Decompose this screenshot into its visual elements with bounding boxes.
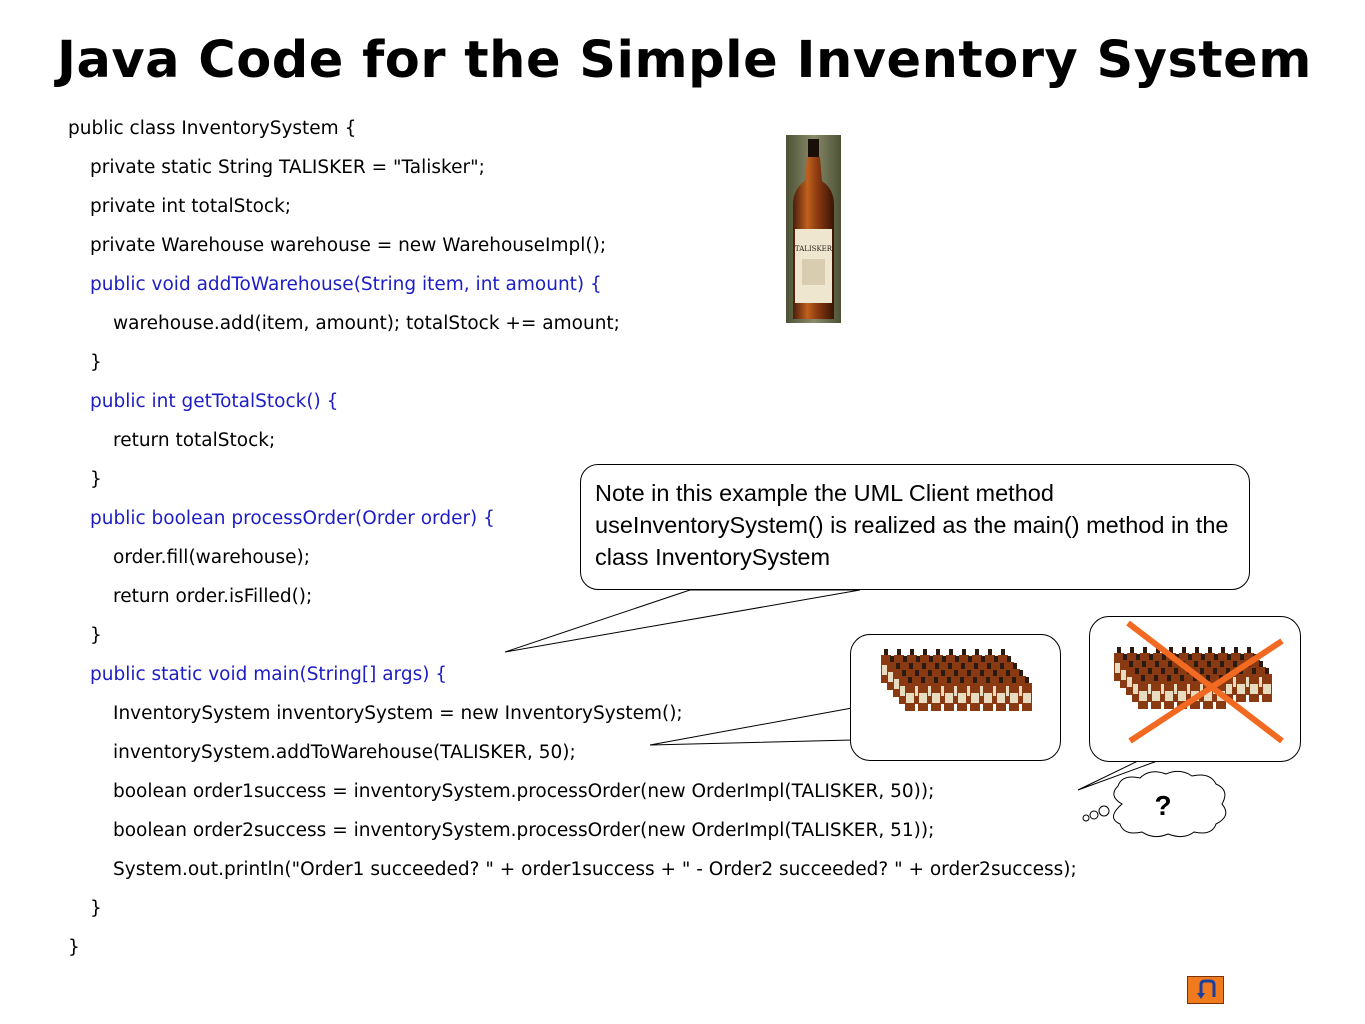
svg-text:TALISKER: TALISKER: [795, 245, 833, 253]
mini-bottle: [1009, 677, 1019, 711]
mini-bottle: [983, 677, 993, 711]
code-line: }: [68, 937, 80, 958]
code-line: }: [90, 898, 102, 919]
mini-bottle: [951, 670, 961, 704]
code-line: public void addToWarehouse(String item, …: [90, 274, 602, 295]
mini-bottle: [893, 663, 903, 697]
mini-bottle: [957, 677, 967, 711]
code-line: order.fill(warehouse);: [113, 547, 310, 568]
mini-bottle: [881, 649, 891, 683]
cross-mark: [1128, 638, 1284, 744]
code-line: public static void main(String[] args) {: [90, 664, 448, 685]
mini-bottle: [1132, 668, 1142, 702]
mini-bottle: [1197, 668, 1207, 702]
mini-bottle: [1203, 675, 1213, 709]
mini-bottle: [1003, 670, 1013, 704]
code-line: }: [90, 625, 102, 646]
mini-bottle: [1256, 661, 1266, 695]
question-mark: ?: [1154, 790, 1172, 821]
return-arrow-icon: [1197, 979, 1216, 999]
mini-bottle: [887, 656, 897, 690]
mini-bottle: [1177, 675, 1187, 709]
return-button[interactable]: [1187, 976, 1224, 1004]
mini-bottle: [925, 670, 935, 704]
mini-bottle: [912, 670, 922, 704]
mini-bottle: [990, 670, 1000, 704]
mini-bottle: [1262, 668, 1272, 702]
code-line: public boolean processOrder(Order order)…: [90, 508, 495, 529]
mini-bottle: [1249, 668, 1259, 702]
code-line: return order.isFilled();: [113, 586, 313, 607]
bottle-grid-51: [1114, 620, 1284, 744]
bottle-grid-50: [881, 649, 1032, 711]
code-line: }: [90, 469, 102, 490]
mini-bottle: [1016, 670, 1026, 704]
mini-bottle: [1223, 668, 1233, 702]
code-line: System.out.println("Order1 succeeded? " …: [113, 859, 1077, 880]
thought-dot: [1082, 814, 1090, 822]
thought-cloud: [1113, 770, 1227, 838]
success-stock-bubble: [850, 634, 1061, 761]
mini-bottle: [1114, 647, 1124, 681]
mini-bottle: [905, 677, 915, 711]
failed-stock-bubble: [1089, 616, 1301, 762]
note-text: Note in this example the UML Client meth…: [595, 480, 1229, 570]
code-line: public int getTotalStock() {: [90, 391, 339, 412]
code-line: InventorySystem inventorySystem = new In…: [113, 703, 683, 724]
mini-bottle: [1158, 668, 1168, 702]
code-line: boolean order2success = inventorySystem.…: [113, 820, 935, 841]
talisker-bottle-image: TALISKER: [786, 135, 841, 323]
code-line: private int totalStock;: [90, 196, 292, 217]
mini-bottle: [1171, 668, 1181, 702]
code-line: return totalStock;: [113, 430, 276, 451]
mini-bottle: [1022, 677, 1032, 711]
slide-title: Java Code for the Simple Inventory Syste…: [57, 31, 1312, 90]
mini-bottle: [1164, 675, 1174, 709]
code-line: private Warehouse warehouse = new Wareho…: [90, 235, 607, 256]
mini-bottle: [996, 677, 1006, 711]
success-bubble-tail: [649, 707, 853, 746]
mini-bottle: [1138, 675, 1148, 709]
mini-bottle: [977, 670, 987, 704]
mini-bottle: [1126, 661, 1136, 695]
code-line: warehouse.add(item, amount); totalStock …: [113, 313, 620, 334]
thought-dot: [1098, 805, 1110, 817]
mini-bottle: [970, 677, 980, 711]
mini-bottle: [1120, 654, 1130, 688]
mini-bottle: [1151, 675, 1161, 709]
mini-bottle: [899, 670, 909, 704]
code-line: public class InventorySystem {: [68, 118, 357, 139]
note-callout-tail: [504, 589, 861, 653]
mini-bottle: [918, 677, 928, 711]
code-line: inventorySystem.addToWarehouse(TALISKER,…: [113, 742, 576, 763]
code-line: }: [90, 352, 102, 373]
mini-bottle: [931, 677, 941, 711]
mini-bottle: [1145, 668, 1155, 702]
mini-bottle: [1230, 661, 1240, 695]
thought-dot: [1089, 810, 1099, 820]
mini-bottle: [944, 677, 954, 711]
cross-mark: [1126, 620, 1284, 744]
code-line: private static String TALISKER = "Talisk…: [90, 157, 485, 178]
mini-bottle: [964, 670, 974, 704]
note-callout: Note in this example the UML Client meth…: [580, 464, 1250, 590]
code-line: boolean order1success = inventorySystem.…: [113, 781, 935, 802]
mini-bottle: [938, 670, 948, 704]
